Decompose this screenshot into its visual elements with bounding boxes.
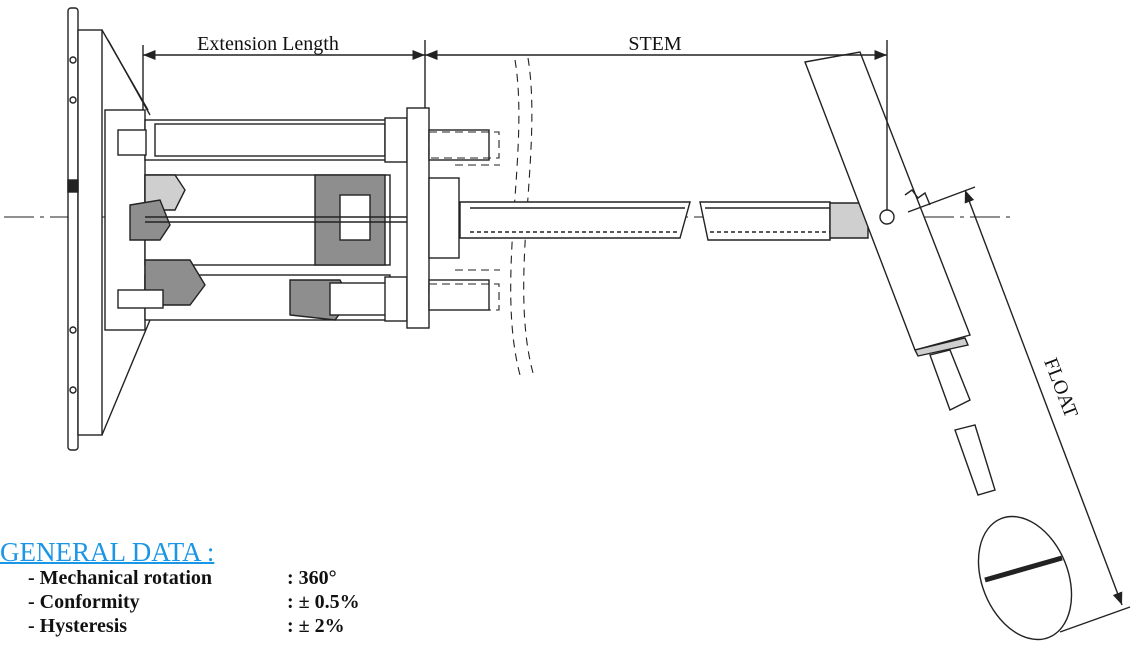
- spec-row-conformity: - Conformity : ± 0.5%: [0, 591, 520, 615]
- spec-label: - Conformity: [28, 591, 140, 613]
- spec-row-rotation: - Mechanical rotation : 360°: [0, 567, 520, 591]
- bolt-lower: [329, 276, 408, 322]
- stem-label: STEM: [628, 33, 682, 55]
- dim-stem: [425, 40, 888, 210]
- extension-length-label: Extension Length: [197, 33, 339, 55]
- spec-value: : ± 0.5%: [287, 591, 360, 613]
- general-data-section: GENERAL DATA : - Mechanical rotation : 3…: [0, 537, 520, 645]
- spec-value: : ± 2%: [287, 615, 345, 637]
- spec-value: : 360°: [287, 567, 337, 589]
- spec-label: - Hysteresis: [28, 615, 128, 637]
- general-data-title: GENERAL DATA :: [0, 537, 215, 567]
- bolt-upper: [154, 117, 408, 163]
- mounting-plate: [406, 107, 430, 329]
- dim-float: [907, 186, 1131, 633]
- spec-row-hysteresis: - Hysteresis : ± 2%: [0, 615, 520, 639]
- spec-label: - Mechanical rotation: [28, 567, 213, 589]
- float-ball: [977, 515, 1073, 641]
- float-label: FLOAT: [1039, 355, 1082, 421]
- float-arm: [804, 51, 996, 496]
- stem-tube: [459, 201, 869, 241]
- mounting-flange: [67, 7, 151, 451]
